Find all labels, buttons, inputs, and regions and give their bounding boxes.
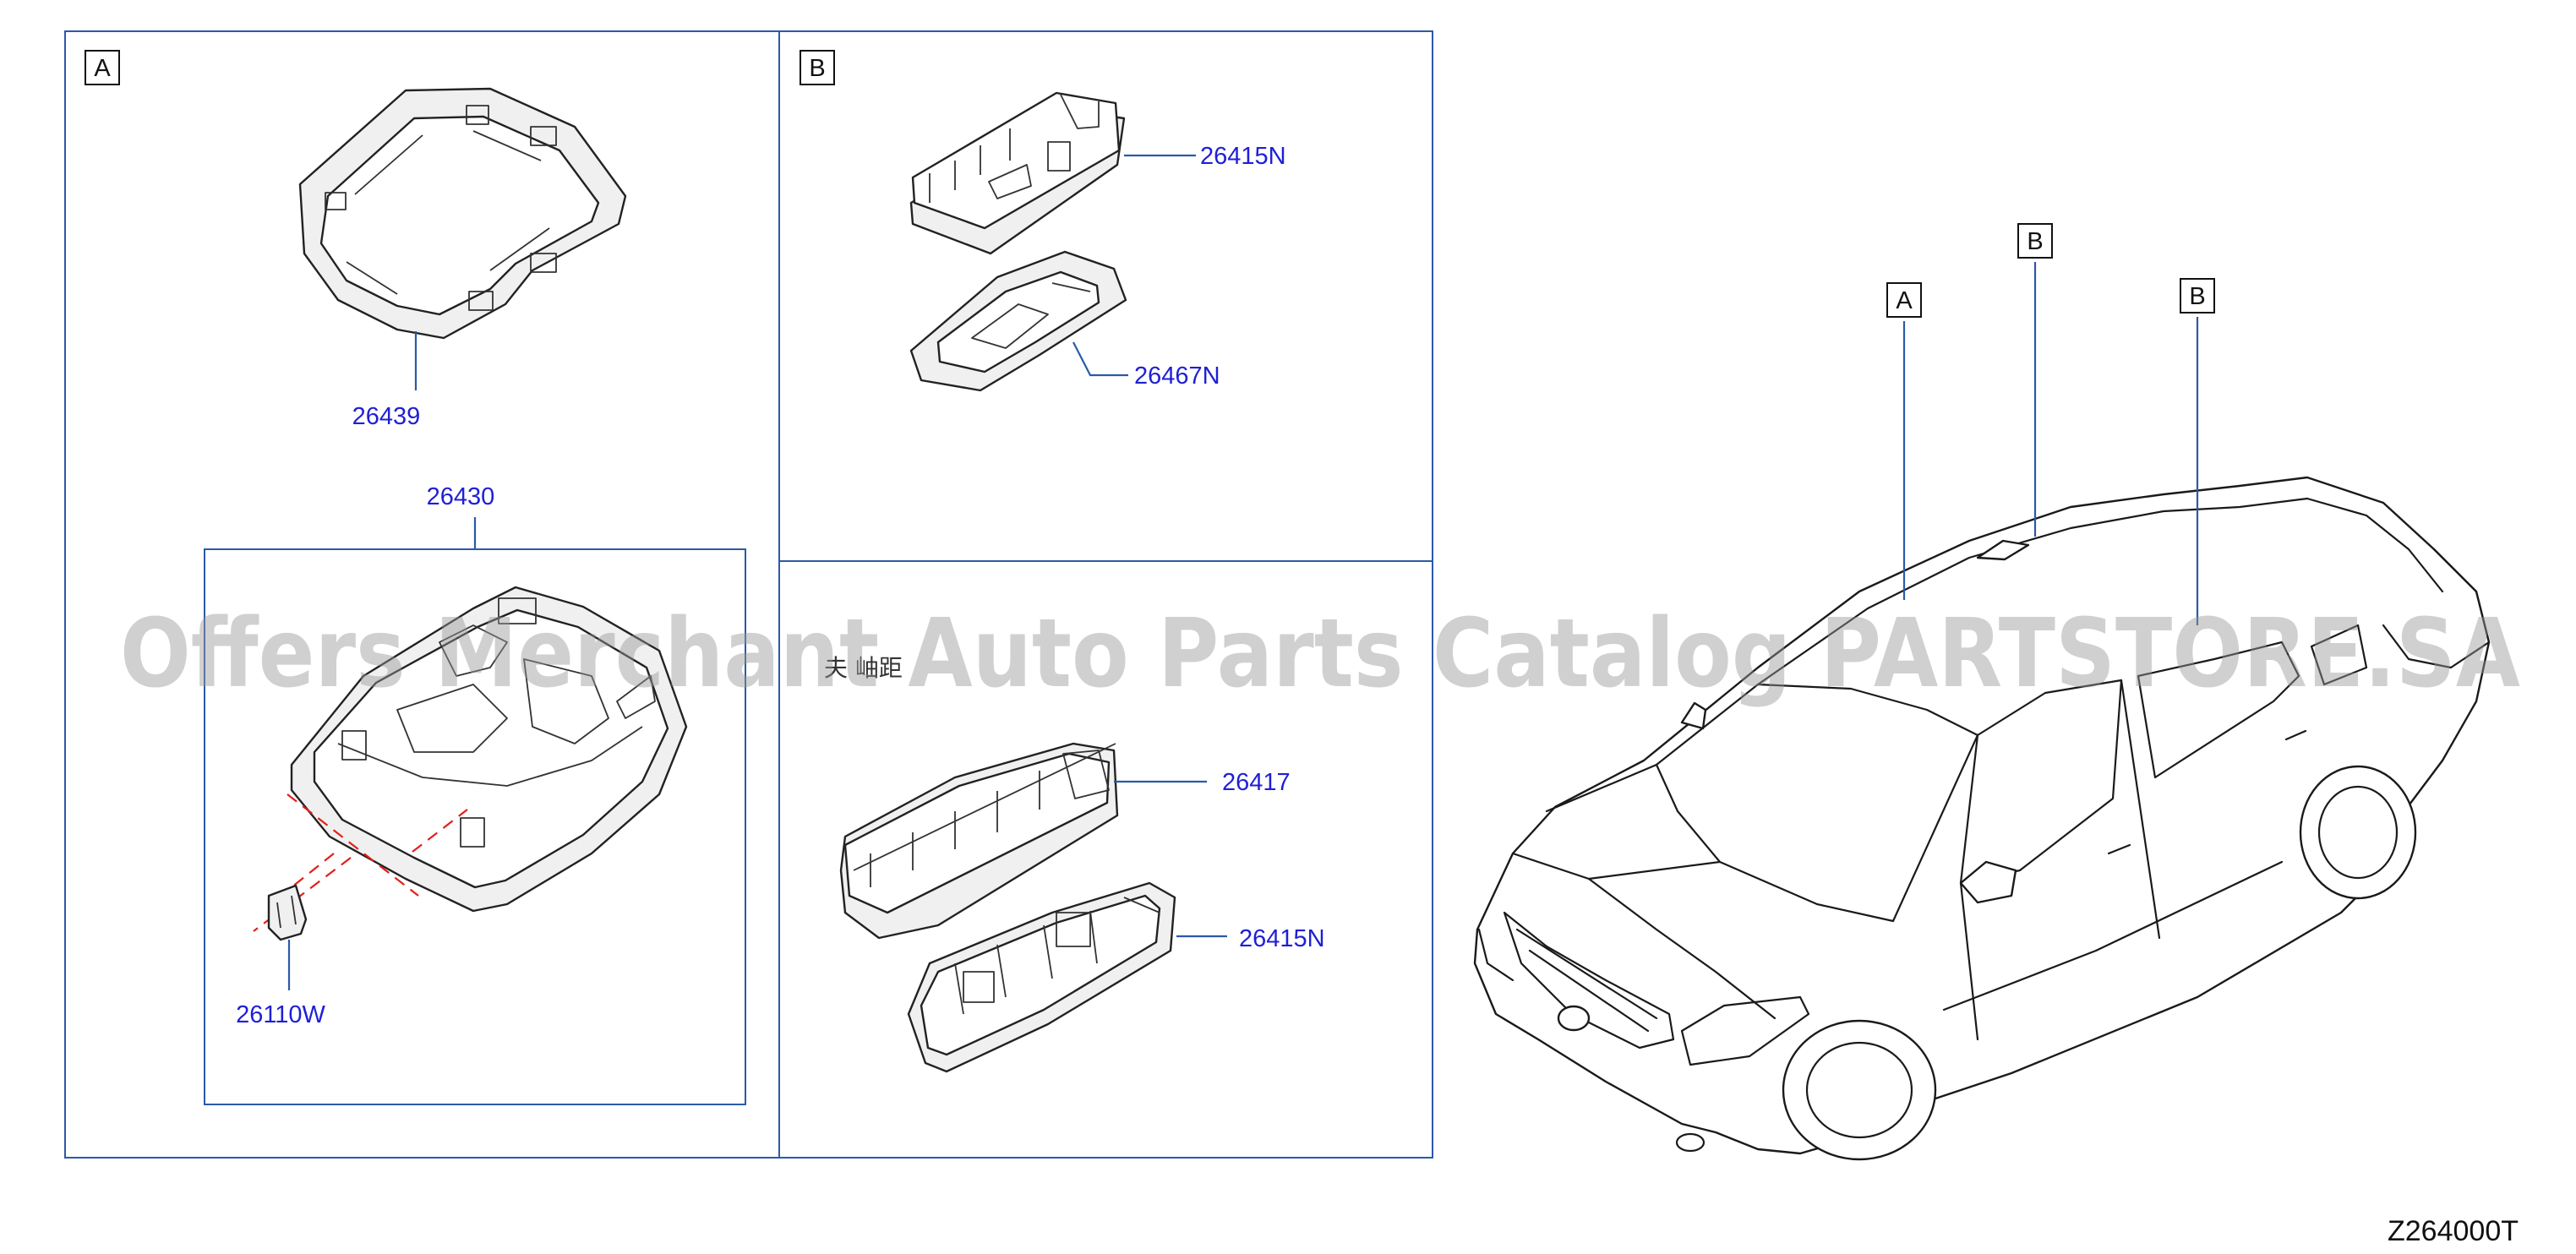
part-26430-map-lamp — [290, 586, 688, 913]
watermark: Offers Merchant Auto Parts Catalog PARTS… — [120, 599, 2520, 709]
stray-text: 夫 岫距 — [824, 654, 903, 682]
section-tag-a: A — [85, 50, 120, 85]
part-26110w-clip — [267, 884, 308, 941]
part-number-26110w: 26110W — [236, 1001, 325, 1028]
car-tag-b2: B — [2180, 278, 2215, 314]
car-tag-a-text: A — [1896, 287, 1913, 314]
part-number-26417: 26417 — [1222, 769, 1291, 796]
car-illustration — [1473, 476, 2491, 1161]
leader-26467n — [1072, 341, 1128, 377]
part-number-26439: 26439 — [352, 403, 421, 430]
section-tag-b-text: B — [809, 55, 825, 82]
part-number-26415n-top: 26415N — [1200, 143, 1286, 170]
panel-b2-frame — [778, 560, 1433, 1159]
section-tag-b: B — [800, 50, 835, 85]
part-26467n-lens-bezel — [909, 250, 1127, 392]
diagram-code: Z264000T — [2388, 1215, 2519, 1247]
part-26417-room-lamp — [839, 742, 1119, 940]
section-tag-a-text: A — [94, 55, 111, 82]
panel-frames — [64, 30, 1433, 1159]
part-26415n-bottom-housing — [907, 881, 1176, 1073]
car-tag-b1: B — [2017, 223, 2053, 259]
part-26439-bezel — [298, 87, 627, 340]
part-number-26415n-bottom: 26415N — [1239, 925, 1325, 952]
part-number-26430: 26430 — [427, 483, 495, 510]
car-tag-b1-text: B — [2027, 228, 2043, 255]
car-tag-a: A — [1886, 282, 1922, 318]
part-number-26467n: 26467N — [1134, 363, 1220, 390]
part-26415n-top-housing — [909, 91, 1126, 255]
car-tag-b2-text: B — [2189, 283, 2205, 310]
